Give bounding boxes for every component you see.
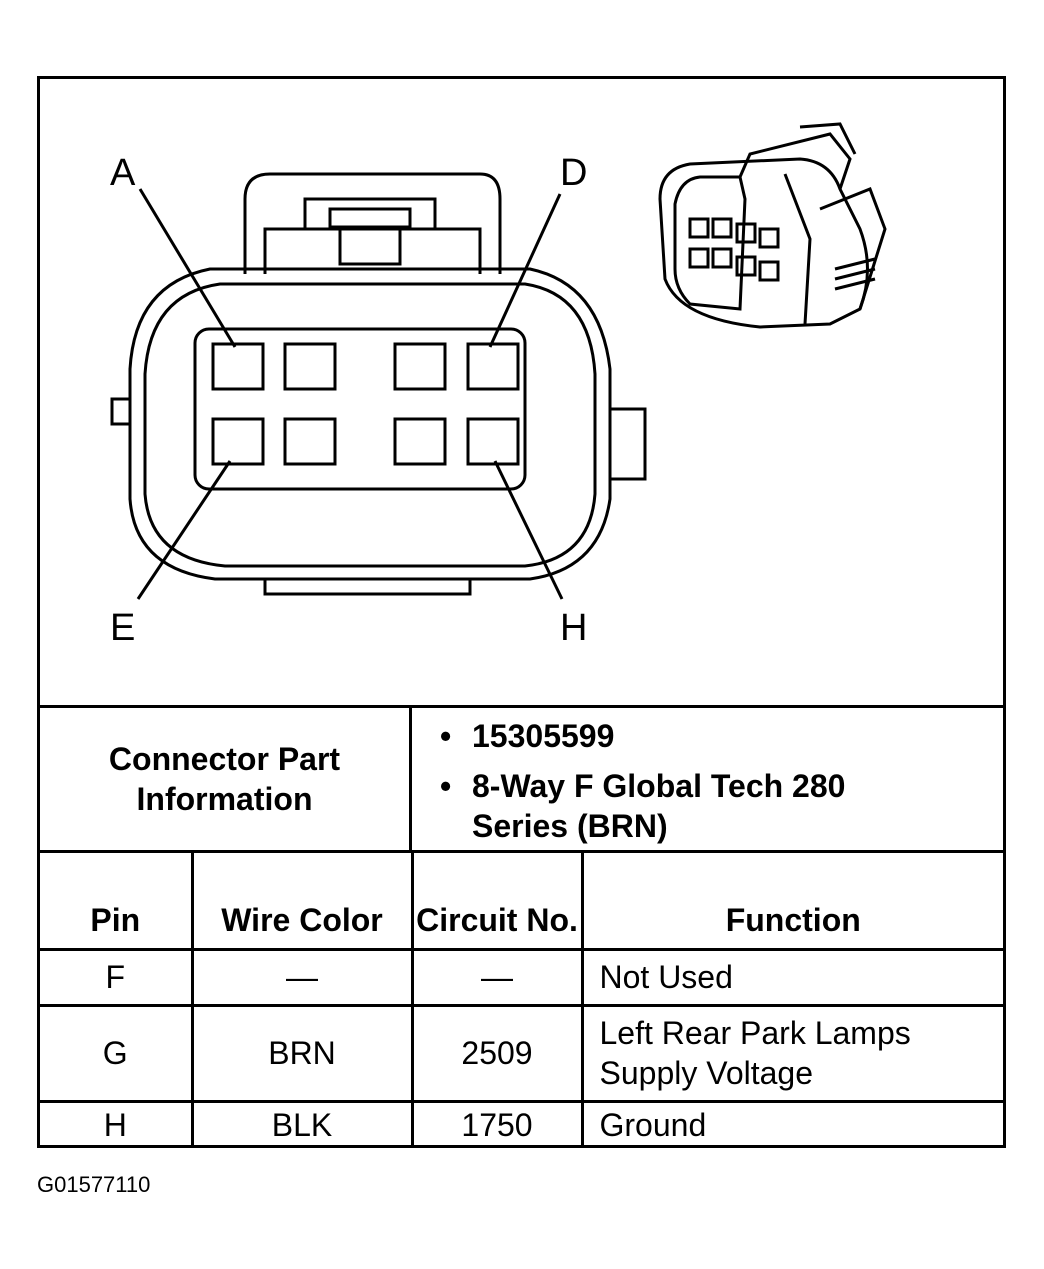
circuit-cell: — <box>410 947 584 1007</box>
pin-table: Pin Wire Color Circuit No. Function F — … <box>40 853 1003 1147</box>
connector-description: • 8-Way F Global Tech 280 Series (BRN) <box>440 768 846 844</box>
bullet-icon: • <box>440 718 452 754</box>
wire-color-cell: BRN <box>190 1003 414 1103</box>
connector-part-info-label: Connector Part Information <box>40 708 412 850</box>
connector-3d-view <box>658 122 887 329</box>
pin-cell: G <box>40 1003 194 1103</box>
header-pin: Pin <box>40 853 194 951</box>
table-row: H BLK 1750 Ground <box>40 1099 1003 1147</box>
callout-a: A <box>110 152 136 194</box>
table-row: F — — Not Used <box>40 947 1003 1007</box>
pin-table-header: Pin Wire Color Circuit No. Function <box>40 853 1003 951</box>
connector-figure-frame: A D E H Connector Part Information • 153… <box>37 76 1006 1148</box>
callout-h: H <box>560 607 588 649</box>
wire-color-cell: — <box>190 947 414 1007</box>
wire-color-cell: BLK <box>190 1099 414 1147</box>
connector-face-drawing <box>110 122 887 600</box>
connector-part-info-values: • 15305599 • 8-Way F Global Tech 280 Ser… <box>412 708 1003 850</box>
circuit-cell: 2509 <box>410 1003 584 1103</box>
callout-e: E <box>110 607 136 649</box>
connector-diagram: A D E H <box>40 79 1003 705</box>
circuit-cell: 1750 <box>410 1099 584 1147</box>
function-cell: Left Rear Park Lamps Supply Voltage <box>580 1003 1003 1103</box>
header-function: Function <box>580 853 1003 951</box>
part-number: • 15305599 <box>440 718 615 754</box>
figure-id: G01577110 <box>37 1172 151 1197</box>
callout-d: D <box>560 152 588 194</box>
bullet-icon: • <box>440 768 452 804</box>
header-circuit-no: Circuit No. <box>410 853 584 951</box>
pin-cell: H <box>40 1099 194 1147</box>
function-cell: Ground <box>580 1099 1003 1147</box>
header-wire-color: Wire Color <box>190 853 414 951</box>
table-row: G BRN 2509 Left Rear Park Lamps Supply V… <box>40 1003 1003 1103</box>
connector-part-info-row: Connector Part Information • 15305599 • … <box>40 705 1003 853</box>
function-cell: Not Used <box>580 947 1003 1007</box>
pin-cell: F <box>40 947 194 1007</box>
